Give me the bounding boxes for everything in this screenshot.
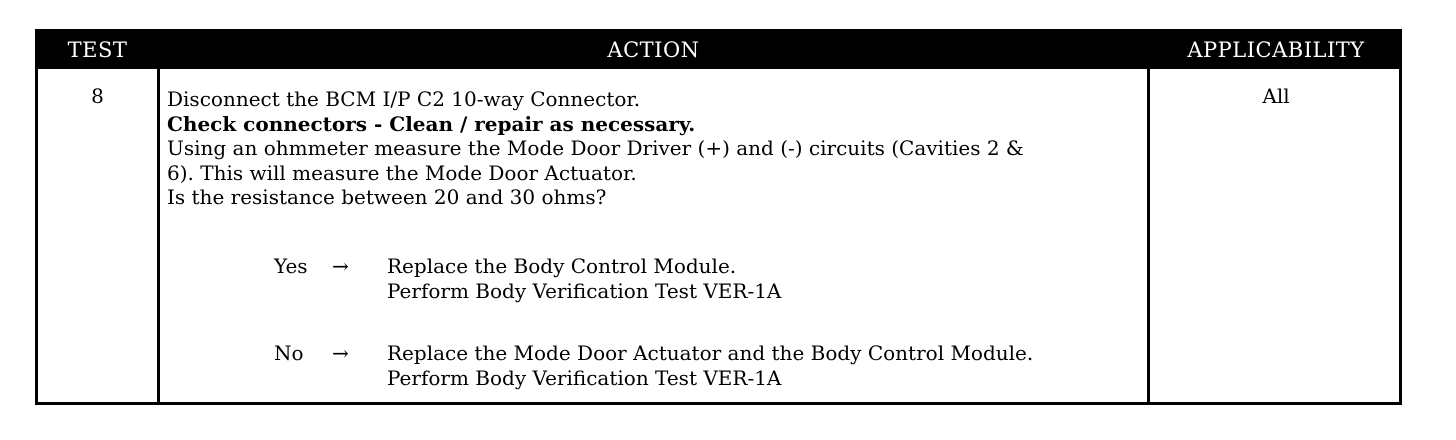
applicability-value: All — [1262, 84, 1290, 108]
action-line-disconnect: Disconnect the BCM I/P C2 10-way Connect… — [167, 87, 641, 111]
action-text: Disconnect the BCM I/P C2 10-way Connect… — [167, 87, 1142, 210]
branch-no-line-1: Replace the Mode Door Actuator and the B… — [387, 341, 1034, 365]
branch-no-line-2: Perform Body Verification Test VER-1A — [387, 366, 782, 390]
header-test: TEST — [67, 38, 128, 62]
test-number: 8 — [91, 84, 104, 108]
table-header: TEST ACTION APPLICABILITY — [38, 32, 1399, 69]
action-line-question: Is the resistance between 20 and 30 ohms… — [167, 185, 607, 209]
branch-no-result: Replace the Mode Door Actuator and the B… — [387, 341, 1033, 391]
header-applicability: APPLICABILITY — [1187, 38, 1365, 62]
arrow-right-icon: → — [332, 254, 349, 278]
branch-yes-label: Yes — [274, 254, 308, 278]
arrow-right-icon: → — [332, 341, 349, 365]
branch-yes-line-1: Replace the Body Control Module. — [387, 254, 737, 278]
action-line-measure: Using an ohmmeter measure the Mode Door … — [167, 136, 1024, 160]
action-line-check-connectors: Check connectors - Clean / repair as nec… — [167, 111, 696, 136]
branch-no-label: No — [274, 341, 304, 365]
column-divider-2 — [1147, 69, 1150, 402]
column-divider-1 — [157, 69, 160, 402]
procedure-table: TEST ACTION APPLICABILITY 8 All Disconne… — [35, 29, 1402, 405]
branch-yes-line-2: Perform Body Verification Test VER-1A — [387, 279, 782, 303]
action-line-measure-cont: 6). This will measure the Mode Door Actu… — [167, 160, 637, 185]
header-action: ACTION — [607, 38, 700, 62]
branch-yes-result: Replace the Body Control Module. Perform… — [387, 254, 781, 304]
